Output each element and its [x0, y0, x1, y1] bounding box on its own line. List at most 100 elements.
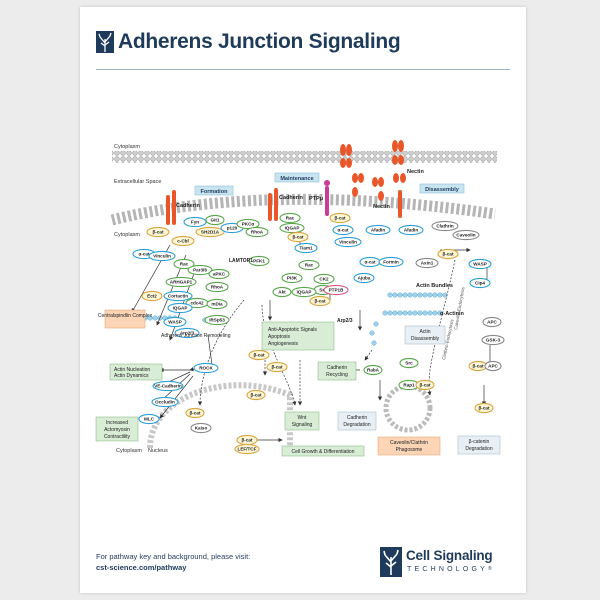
molecule-occludin: Occludin — [151, 396, 179, 408]
footer-url[interactable]: cst-science.com/pathway — [96, 563, 187, 572]
molecule-label: APC — [487, 320, 497, 325]
molecule-label: ROCK — [199, 366, 213, 371]
molecule-iqgap-a: IQGAP — [167, 302, 193, 314]
molecule-label: β-cat — [293, 235, 304, 240]
molecule-label: Rac — [305, 263, 314, 268]
molecule-label: PI3K — [287, 276, 298, 281]
molecule-label: RhoA — [251, 230, 264, 235]
lamtor1-label: LAMTOR1 — [229, 258, 253, 264]
svg-text:Centralspindlin Complex: Centralspindlin Complex — [98, 313, 153, 319]
molecule-label: Kaiso — [195, 426, 208, 431]
svg-text:Degradation: Degradation — [465, 446, 492, 452]
molecule-label: Ect2 — [147, 294, 157, 299]
molecule-bcat-a: β-cat — [146, 226, 170, 238]
box-actin-nucleation: Actin Nucleation Actin Dynamics — [109, 363, 163, 381]
svg-text:Actin: Actin — [419, 329, 430, 335]
box-phagosome: Caveolin/Clathrin Phagosome — [377, 436, 441, 456]
molecule-label: Axin1 — [421, 261, 434, 266]
molecule-label: Src — [405, 361, 413, 366]
molecule-bcat-d: β-cat — [309, 295, 331, 307]
molecule-vecad: VE-Cadherin — [152, 380, 184, 392]
stage-disassembly: Disassembly — [419, 183, 465, 194]
svg-text:Recycling: Recycling — [326, 372, 348, 378]
molecule-ck2: CK2 — [313, 273, 335, 285]
svg-text:Actomyosin: Actomyosin — [104, 427, 130, 433]
svg-text:Caveolin/Clathrin: Caveolin/Clathrin — [390, 440, 428, 446]
box-centralspindlin: Centralspindlin Complex — [98, 309, 153, 329]
molecule-bcat-m: β-cat — [415, 379, 435, 391]
stage-maintenance: Maintenance — [274, 172, 320, 183]
molecule-bcat-l: β-cat — [236, 434, 258, 446]
nucleus-envelope — [147, 382, 293, 449]
svg-text:Cadherin: Cadherin — [347, 415, 368, 421]
molecule-label: SH2D1A — [201, 230, 220, 235]
molecule-afadin-a: Afadin — [365, 224, 391, 236]
svg-text:Actin Dynamics: Actin Dynamics — [114, 373, 149, 379]
molecule-bcat-c: β-cat — [329, 212, 351, 224]
molecule-label: PKCα — [242, 222, 255, 227]
stage-formation: Formation — [194, 185, 234, 196]
molecule-ptp1b: PTP1B — [323, 284, 349, 296]
molecule-arp23-a: Arp2/3 — [174, 327, 200, 339]
title-row: Adherens Junction Signaling — [96, 27, 401, 57]
box-survival: Anti-Apoptotic Signals Apoptosis Angioge… — [261, 321, 335, 351]
box-actin-disassembly: Actin Disassembly — [404, 325, 446, 345]
svg-text:Cell Growth & Differentiation: Cell Growth & Differentiation — [292, 449, 355, 455]
molecule-fyn: Fyn — [183, 216, 207, 228]
cadherin-receptors — [166, 188, 402, 225]
footer-line: For pathway key and background, please v… — [96, 552, 251, 561]
molecule-label: CK2 — [319, 277, 329, 282]
molecule-label: Cortactin — [168, 294, 188, 299]
box-wnt: Wnt Signaling — [284, 411, 320, 431]
remodeling-label: Adherens Junction Remodeling — [161, 333, 231, 339]
molecule-label: GSK-3 — [486, 338, 500, 343]
molecule-label: Git1 — [211, 218, 220, 223]
molecule-akt: Akt — [272, 286, 292, 298]
svg-text:Actin Nucleation: Actin Nucleation — [114, 367, 150, 373]
svg-text:Increased: Increased — [106, 420, 128, 426]
molecule-label: α-cat — [139, 252, 150, 257]
molecule-label: Ajuba — [358, 276, 371, 281]
molecule-label: ARHGAP1 — [170, 280, 193, 285]
molecule-iqgap-b: IQGAP — [279, 222, 305, 234]
molecule-nodes: FynSH2D1AGit1c-Cblp120PKCαRhoAβ-catα-cat… — [132, 212, 505, 455]
molecule-ajuba: Ajuba — [353, 272, 375, 284]
logo-tagline: TECHNOLOGY® — [407, 566, 492, 573]
molecule-label: α-cat — [338, 228, 349, 233]
svg-text:Phagosome: Phagosome — [396, 447, 423, 453]
molecule-git1: Git1 — [205, 214, 225, 226]
svg-text:Disassembly: Disassembly — [411, 336, 440, 342]
molecule-label: Rac — [180, 262, 189, 267]
tree-logo-icon — [96, 31, 114, 53]
region-nucleus: Nucleus — [148, 448, 168, 454]
molecule-leftcf: LEF/TCF — [234, 443, 260, 455]
molecule-clathrin: Clathrin — [431, 220, 459, 232]
molecule-cbl: c-Cbl — [171, 235, 195, 247]
molecule-label: Fyn — [191, 220, 199, 225]
molecule-irsp53: IRSp53 — [204, 314, 230, 326]
molecule-tiam1: Tiam1 — [294, 242, 318, 254]
molecule-axin1: Axin1 — [415, 257, 439, 269]
molecule-rhoa-b: RhoA — [205, 281, 229, 293]
molecule-bcat-h: β-cat — [248, 349, 270, 361]
molecule-pfk1: PFK1 — [248, 255, 270, 267]
molecule-label: Rap1 — [403, 383, 415, 388]
molecule-afadin-b: Afadin — [398, 224, 424, 236]
box-bcatenin-degradation: β-catenin Degradation — [457, 435, 501, 455]
molecule-ect2: Ect2 — [141, 290, 163, 302]
molecule-label: IQGAP — [285, 226, 300, 231]
molecule-label: MLC — [144, 417, 155, 422]
molecule-label: β-cat — [254, 353, 265, 358]
molecule-label: PTP1B — [329, 288, 344, 293]
molecule-label: Occludin — [155, 400, 175, 405]
molecule-kaiso: Kaiso — [190, 422, 212, 434]
molecule-label: VE-Cadherin — [154, 384, 182, 389]
cst-logo: Cell Signaling TECHNOLOGY® — [380, 547, 515, 581]
svg-text:Disassembly: Disassembly — [425, 187, 460, 193]
molecule-caveolin: Caveolin — [452, 229, 480, 241]
molecule-apc-b: APC — [484, 360, 502, 372]
molecule-pi3k: PI3K — [281, 272, 303, 284]
molecule-label: Cip4 — [475, 281, 485, 286]
molecule-apkc: aPKC — [208, 268, 230, 280]
